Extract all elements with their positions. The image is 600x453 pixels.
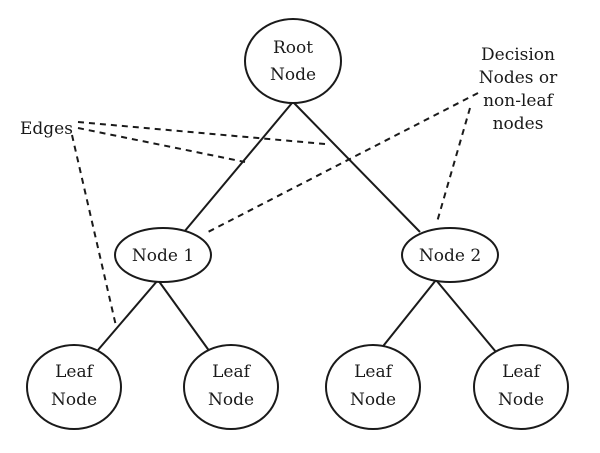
- node-1-label: Node 1: [132, 246, 194, 266]
- node-1-shape: [114, 227, 212, 283]
- edge-node1-leaf1: [97, 279, 159, 351]
- edge-root-node2: [293, 102, 421, 233]
- tree-edges: [97, 102, 497, 353]
- leaf-node-1-shape: [26, 344, 122, 430]
- leaf-node-1-label-line2: Node: [51, 390, 97, 410]
- edges-annotation-label: Edges: [20, 119, 73, 139]
- edges-pointer-to-root-node1-edge: [77, 127, 246, 163]
- node-2-label: Node 2: [419, 246, 481, 266]
- leaf-node-2-shape: [183, 344, 279, 430]
- leaf-node-4-label-line1: Leaf: [502, 362, 541, 382]
- root-node-shape: [244, 18, 342, 104]
- decision-pointer-to-node2: [436, 107, 471, 223]
- leaf-node-3-shape: [325, 344, 421, 430]
- leaf-node-3-label-line2: Node: [350, 390, 396, 410]
- edges-pointer-to-root-node2-edge: [77, 121, 326, 145]
- decision-annotation-line3: non-leaf: [483, 91, 555, 111]
- leaf-node-2-label-line1: Leaf: [212, 362, 251, 382]
- leaf-node-4-shape: [473, 344, 569, 430]
- leaf-node-4-label-line2: Node: [498, 390, 544, 410]
- root-node-label-line1: Root: [273, 38, 313, 58]
- decision-pointer-to-node1: [207, 92, 479, 233]
- root-node-label-line2: Node: [270, 65, 316, 85]
- leaf-node-4: Leaf Node: [473, 344, 569, 430]
- root-node: Root Node: [244, 18, 342, 104]
- node-2-shape: [401, 227, 499, 283]
- leaf-node-3-label-line1: Leaf: [354, 362, 393, 382]
- edge-node2-leaf3: [379, 279, 437, 351]
- decision-annotation-line1: Decision: [481, 45, 555, 65]
- leaf-node-2: Leaf Node: [183, 344, 279, 430]
- leaf-node-1: Leaf Node: [26, 344, 122, 430]
- decision-annotation-line2: Nodes or: [479, 68, 558, 88]
- edge-node2-leaf4: [435, 279, 497, 353]
- annotation-pointers: [71, 92, 479, 327]
- decision-nodes-annotation: Decision Nodes or non-leaf nodes: [479, 45, 558, 134]
- leaf-node-3: Leaf Node: [325, 344, 421, 430]
- leaf-node-1-label-line1: Leaf: [55, 362, 94, 382]
- node-2: Node 2: [401, 227, 499, 283]
- decision-annotation-line4: nodes: [493, 114, 544, 134]
- edges-pointer-to-node1-leaf1-edge: [71, 134, 117, 327]
- leaf-node-2-label-line2: Node: [208, 390, 254, 410]
- edge-node1-leaf2: [157, 279, 211, 353]
- edge-root-node1: [183, 102, 293, 233]
- node-1: Node 1: [114, 227, 212, 283]
